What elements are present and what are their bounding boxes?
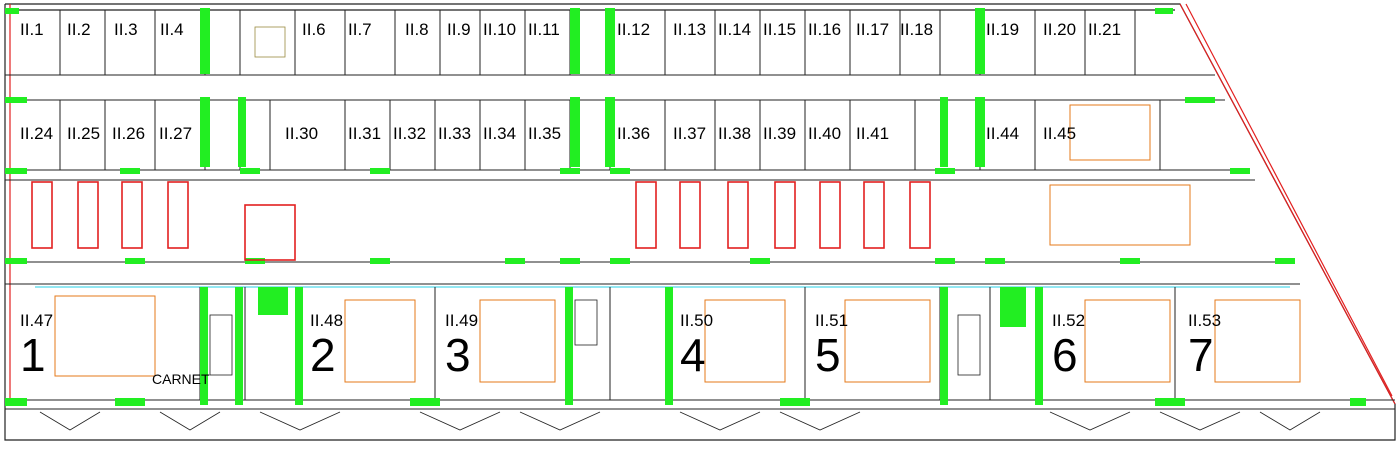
room-label-II.19: II.19 — [986, 20, 1020, 39]
room-label-II.50: II.50 — [680, 311, 714, 330]
room-label-II.48: II.48 — [310, 311, 344, 330]
room-label-II.52: II.52 — [1052, 311, 1086, 330]
room-label-II.8: II.8 — [405, 20, 429, 39]
room-label-II.27: II.27 — [159, 124, 193, 143]
room-label-II.40: II.40 — [808, 124, 842, 143]
room-label-II.13: II.13 — [673, 20, 707, 39]
room-label-II.3: II.3 — [114, 20, 138, 39]
room-label-II.31: II.31 — [348, 124, 382, 143]
classroom-number-4: 4 — [680, 329, 706, 381]
room-label-II.51: II.51 — [815, 311, 849, 330]
stairs — [209, 26, 981, 376]
room-label-II.38: II.38 — [718, 124, 752, 143]
room-label-II.20: II.20 — [1043, 20, 1077, 39]
room-label-II.7: II.7 — [348, 20, 372, 39]
room-label-II.33: II.33 — [438, 124, 472, 143]
room-label-II.25: II.25 — [67, 124, 101, 143]
room-label-II.35: II.35 — [528, 124, 562, 143]
structural-columns — [5, 8, 1366, 406]
room-label-II.45: II.45 — [1043, 124, 1077, 143]
room-label-II.14: II.14 — [718, 20, 752, 39]
room-label-II.15: II.15 — [763, 20, 797, 39]
room-label-II.41: II.41 — [856, 124, 890, 143]
room-label-II.12: II.12 — [617, 20, 651, 39]
classroom-desks — [54, 104, 1301, 383]
room-label-II.10: II.10 — [483, 20, 517, 39]
room-label-II.39: II.39 — [763, 124, 797, 143]
room-label-II.34: II.34 — [483, 124, 517, 143]
room-label-II.30: II.30 — [285, 124, 319, 143]
room-label-II.37: II.37 — [673, 124, 707, 143]
room-label-II.47: II.47 — [20, 311, 54, 330]
room-label-II.53: II.53 — [1188, 311, 1222, 330]
room-label-II.17: II.17 — [856, 20, 890, 39]
room-label-II.16: II.16 — [808, 20, 842, 39]
room-label-II.18: II.18 — [900, 20, 934, 39]
room-label-II.24: II.24 — [20, 124, 54, 143]
room-label-II.36: II.36 — [617, 124, 651, 143]
room-label-II.9: II.9 — [447, 20, 471, 39]
top-row-partitions — [59, 10, 1136, 75]
room-label-II.32: II.32 — [393, 124, 427, 143]
room-label-II.44: II.44 — [986, 124, 1020, 143]
carnet-label: CARNET — [152, 371, 210, 387]
facade — [39, 411, 1321, 431]
classroom-number-2: 2 — [310, 329, 336, 381]
room-label-II.1: II.1 — [20, 20, 44, 39]
classroom-number-5: 5 — [815, 329, 841, 381]
room-label-II.4: II.4 — [160, 20, 184, 39]
room-label-II.11: II.11 — [528, 20, 560, 39]
classroom-number-1: 1 — [20, 329, 46, 381]
room-label-II.6: II.6 — [302, 20, 326, 39]
room-label-II.26: II.26 — [112, 124, 146, 143]
classroom-number-3: 3 — [445, 329, 471, 381]
classroom-number-7: 7 — [1188, 329, 1214, 381]
classroom-number-6: 6 — [1052, 329, 1078, 381]
lab-cabinets — [31, 181, 931, 261]
room-label-II.2: II.2 — [67, 20, 91, 39]
room-label-II.21: II.21 — [1088, 20, 1122, 39]
room-label-II.49: II.49 — [445, 311, 479, 330]
